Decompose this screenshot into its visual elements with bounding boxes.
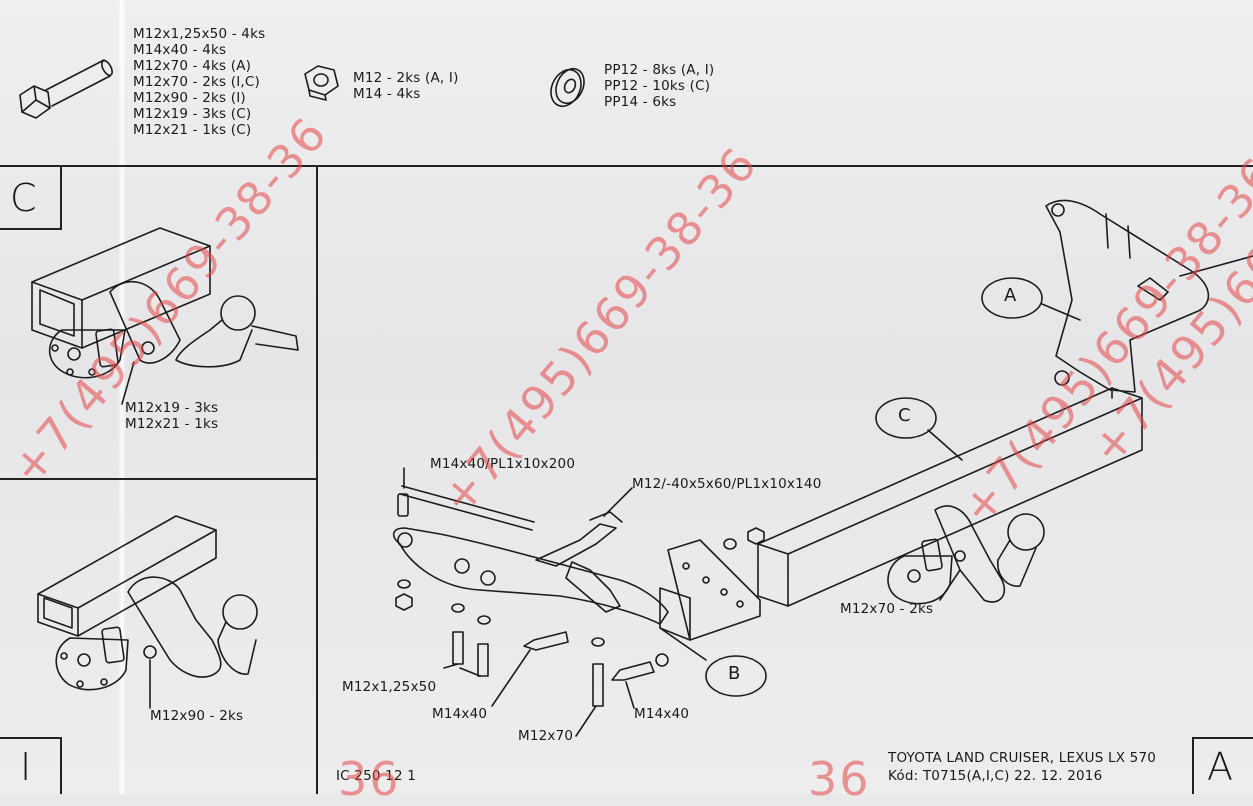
bolt-item: M12x19 - 3ks (C) (133, 106, 252, 122)
panel-a-letter: A (1207, 745, 1233, 789)
hitch-detail-i (37, 515, 258, 709)
panel-c-labels: M12x19 - 3ks M12x21 - 1ks (125, 400, 218, 432)
box-a-left (1192, 738, 1194, 794)
hitch-detail-c (31, 227, 299, 405)
bolt-item: M12x21 - 1ks (C) (133, 122, 252, 138)
watermark: 36 (338, 752, 401, 806)
box-i-top (0, 737, 62, 739)
panel-i-letter: I (20, 745, 32, 789)
bolt-icon (19, 59, 113, 119)
box-i-right (60, 738, 62, 794)
vehicle-title: TOYOTA LAND CRUISER, LEXUS LX 570 (888, 750, 1157, 766)
washer-item: PP12 - 10ks (C) (604, 78, 711, 94)
panel-i-label: M12x90 - 2ks (150, 708, 244, 724)
bolt-item: M14x40 - 4ks (133, 42, 227, 58)
nut-icon (304, 65, 339, 101)
crossbar-assembly (667, 199, 1253, 641)
washer-list: PP12 - 8ks (A, I) PP12 - 10ks (C) PP14 -… (604, 62, 714, 110)
panel-c-label: M12x19 - 3ks (125, 400, 219, 416)
kod-date: Kód: T0715(A,I,C) 22. 12. 2016 (888, 768, 1103, 784)
callout-a: A (1004, 285, 1017, 306)
bolt-item: M12x70 - 2ks (I,C) (133, 74, 261, 90)
callout-b: B (728, 663, 741, 684)
panel-c-letter: C (10, 176, 37, 220)
watermark: 36 (808, 752, 871, 806)
nut-item: M14 - 4ks (353, 86, 421, 102)
label-bar-top: M14x40/PL1x10x200 (430, 456, 576, 472)
bolt-item: M12x70 - 4ks (A) (133, 58, 252, 74)
nut-list: M12 - 2ks (A, I) M14 - 4ks (353, 70, 459, 102)
divider-top (0, 165, 1253, 167)
callout-c: C (898, 405, 911, 426)
label-m12x125: M12x1,25x50 (342, 679, 437, 695)
bolt-list: M12x1,25x50 - 4ks M14x40 - 4ks M12x70 - … (133, 26, 265, 138)
panel-c-label: M12x21 - 1ks (125, 416, 219, 432)
divider-left-mid (0, 478, 318, 480)
box-c-right (60, 167, 62, 229)
washer-icon (550, 67, 585, 108)
label-m12x70-2: M12x70 - 2ks (840, 601, 934, 617)
bolt-item: M12x1,25x50 - 4ks (133, 26, 266, 42)
label-m12x70: M12x70 (518, 728, 574, 744)
side-bar-assembly (392, 467, 691, 737)
drawing-code: IC 250 12 1 (336, 768, 417, 784)
box-c-bottom (0, 228, 62, 230)
nut-item: M12 - 2ks (A, I) (353, 70, 459, 86)
box-a-top (1192, 737, 1253, 739)
label-m14-right: M14x40 (634, 706, 690, 722)
label-bar-mid: M12/-40x5x60/PL1x10x140 (632, 476, 822, 492)
washer-item: PP14 - 6ks (604, 94, 677, 110)
callout-circles (659, 277, 1081, 697)
label-m14-left: M14x40 (432, 706, 488, 722)
washer-item: PP12 - 8ks (A, I) (604, 62, 715, 78)
bolt-item: M12x90 - 2ks (I) (133, 90, 246, 106)
